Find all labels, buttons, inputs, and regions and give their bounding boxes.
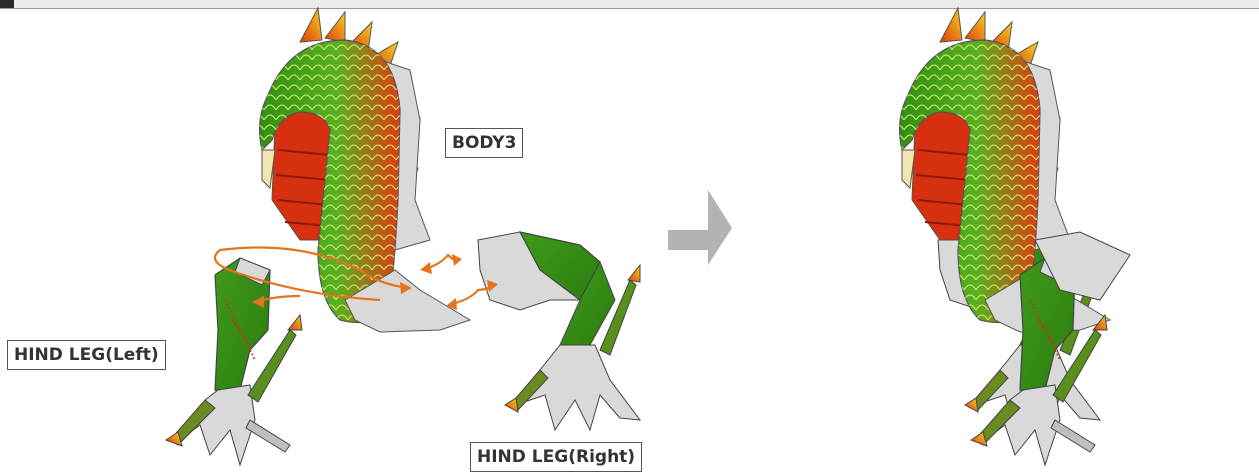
step-arrow-icon bbox=[668, 190, 732, 265]
hind-leg-right-part bbox=[478, 232, 640, 430]
label-hind-leg-left: HIND LEG(Left) bbox=[7, 340, 166, 370]
label-body3: BODY3 bbox=[445, 128, 523, 158]
assembled-dragon bbox=[900, 8, 1130, 465]
body3-part bbox=[260, 8, 470, 332]
label-hind-leg-right: HIND LEG(Right) bbox=[470, 442, 642, 472]
hind-leg-left-part bbox=[166, 258, 302, 465]
